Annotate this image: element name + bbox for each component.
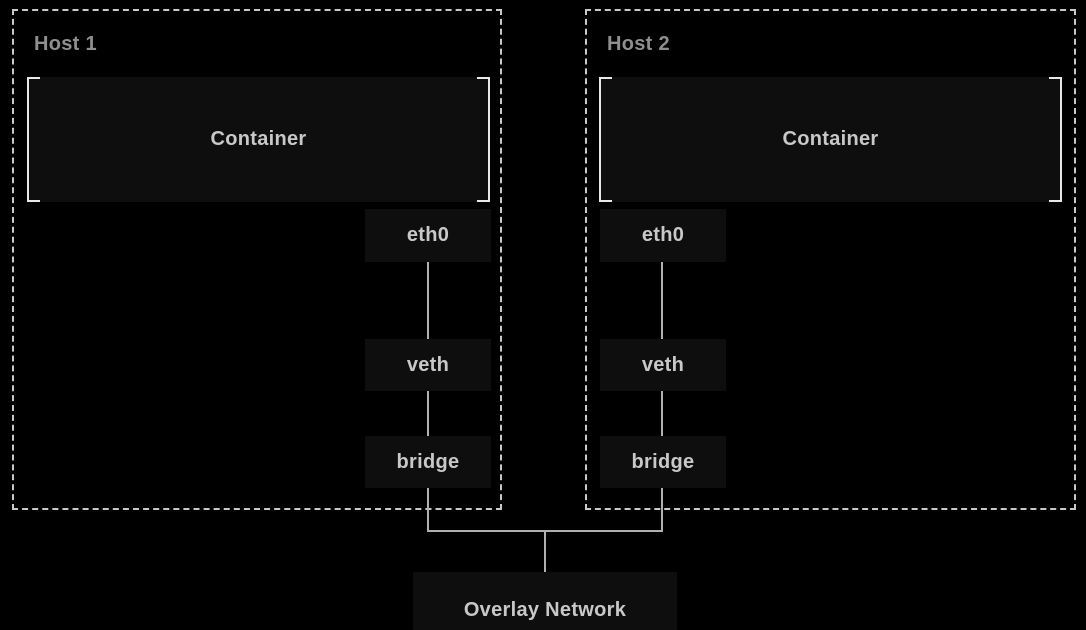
host2-veth-label: veth: [641, 353, 685, 376]
host1-eth0-node: eth0: [365, 209, 491, 262]
host1-container-box: Container: [27, 77, 490, 202]
edge-host2-veth-bridge: [661, 391, 663, 436]
host2-veth-node: veth: [600, 339, 726, 391]
host2-container-label: Container: [782, 128, 879, 150]
edge-host2-eth0-veth: [661, 262, 663, 339]
host2-container-box: Container: [599, 77, 1062, 202]
host2-bridge-label: bridge: [631, 450, 695, 473]
edge-host1-eth0-veth: [427, 262, 429, 339]
bracket-left: [599, 77, 612, 202]
edge-bus-overlay: [544, 532, 546, 572]
host1-bridge-node: bridge: [365, 436, 491, 488]
host2-eth0-label: eth0: [641, 224, 685, 246]
host1-label: Host 1: [34, 33, 97, 55]
edge-host2-bridge-drop: [661, 488, 663, 532]
host2-label: Host 2: [607, 33, 670, 55]
host1-bridge-label: bridge: [396, 450, 460, 473]
host1-container-label: Container: [210, 128, 307, 150]
host1-veth-label: veth: [406, 353, 450, 376]
overlay-network-node: Overlay Network: [413, 572, 677, 630]
bracket-right: [477, 77, 490, 202]
bracket-right: [1049, 77, 1062, 202]
edge-host1-bridge-drop: [427, 488, 429, 532]
edge-host1-veth-bridge: [427, 391, 429, 436]
host1-eth0-label: eth0: [406, 224, 450, 246]
bracket-left: [27, 77, 40, 202]
host2-eth0-node: eth0: [600, 209, 726, 262]
host1-veth-node: veth: [365, 339, 491, 391]
edge-bridge-join-bus: [427, 530, 663, 532]
overlay-network-label: Overlay Network: [463, 598, 627, 621]
host2-bridge-node: bridge: [600, 436, 726, 488]
host2-box: Host 2: [585, 9, 1076, 510]
host1-box: Host 1: [12, 9, 502, 510]
